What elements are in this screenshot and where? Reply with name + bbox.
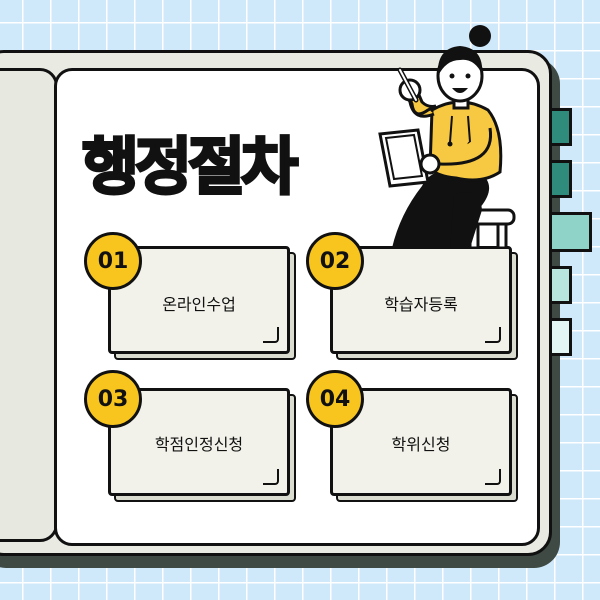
step-number-badge-1: 01 bbox=[84, 232, 142, 290]
step-number-badge-3: 03 bbox=[84, 370, 142, 428]
step-card-4[interactable]: 학위신청 bbox=[330, 388, 512, 496]
notebook-left-page bbox=[0, 68, 58, 542]
student-with-tablet-icon bbox=[378, 25, 516, 248]
notebook-tab-3 bbox=[544, 212, 592, 252]
step-label-4: 학위신청 bbox=[391, 435, 451, 454]
page-title: 행정절차 bbox=[80, 130, 299, 203]
page-fold-icon bbox=[485, 469, 501, 485]
page-fold-icon bbox=[485, 327, 501, 343]
page-fold-icon bbox=[263, 469, 279, 485]
step-label-2: 학습자등록 bbox=[384, 295, 458, 314]
step-label-1: 온라인수업 bbox=[162, 295, 236, 314]
page-fold-icon bbox=[263, 327, 279, 343]
step-number-badge-4: 04 bbox=[306, 370, 364, 428]
step-number-badge-2: 02 bbox=[306, 232, 364, 290]
step-label-3: 학점인정신청 bbox=[154, 435, 244, 454]
